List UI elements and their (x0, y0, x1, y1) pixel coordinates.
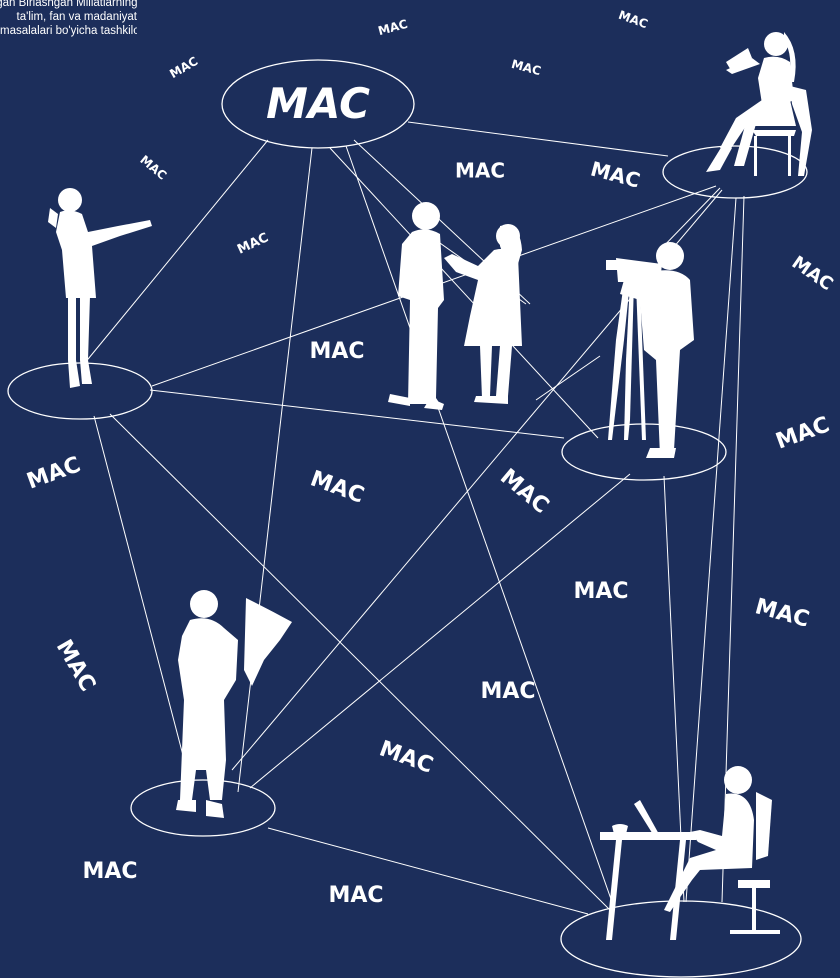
mac-label: MAC (752, 594, 812, 632)
connection-line (536, 356, 600, 400)
hub-label: MAC (266, 79, 370, 128)
mac-label: MAC (588, 156, 643, 192)
reading-woman-figure (706, 32, 812, 176)
mac-label: MAC (573, 579, 628, 604)
mac-label: MAC (510, 57, 543, 78)
mac-label: MAC (328, 883, 383, 908)
mac-label: MAC (24, 452, 84, 494)
mac-label: MAC (307, 466, 367, 508)
connection-line (346, 146, 612, 902)
connection-line (94, 416, 190, 782)
mac-label: MAC (495, 464, 553, 519)
mac-label: MAC (167, 54, 200, 81)
mac-label: MAC (235, 230, 271, 257)
mac-label: MAC (455, 159, 505, 183)
mac-label: MAC (773, 412, 833, 454)
connection-line (330, 148, 598, 438)
connection-line (660, 188, 720, 250)
laptop-woman-figure (600, 766, 780, 940)
laptop-woman-ellipse (561, 901, 801, 977)
mac-label: MAC (51, 636, 100, 696)
newspaper-man-figure (176, 590, 292, 818)
mac-label: MAC (788, 252, 837, 295)
mac-label: MAC (377, 17, 410, 38)
reading-woman-ellipse (663, 146, 807, 198)
connection-line (408, 122, 668, 156)
phone-woman-figure (48, 188, 152, 388)
scattered-labels: MAC MAC MAC MAC MAC MAC MAC MAC MAC MAC MAC MAC MAC M… (24, 8, 837, 908)
mac-label: MAC (137, 153, 169, 183)
mac-label: MAC (617, 8, 650, 31)
mac-label: MAC (480, 679, 535, 704)
mac-label: MAC (82, 859, 137, 884)
mac-label: MAC (376, 736, 436, 778)
phone-woman-ellipse (8, 363, 152, 419)
newspaper-man-ellipse (131, 780, 275, 836)
mac-label: MAC (309, 339, 364, 364)
